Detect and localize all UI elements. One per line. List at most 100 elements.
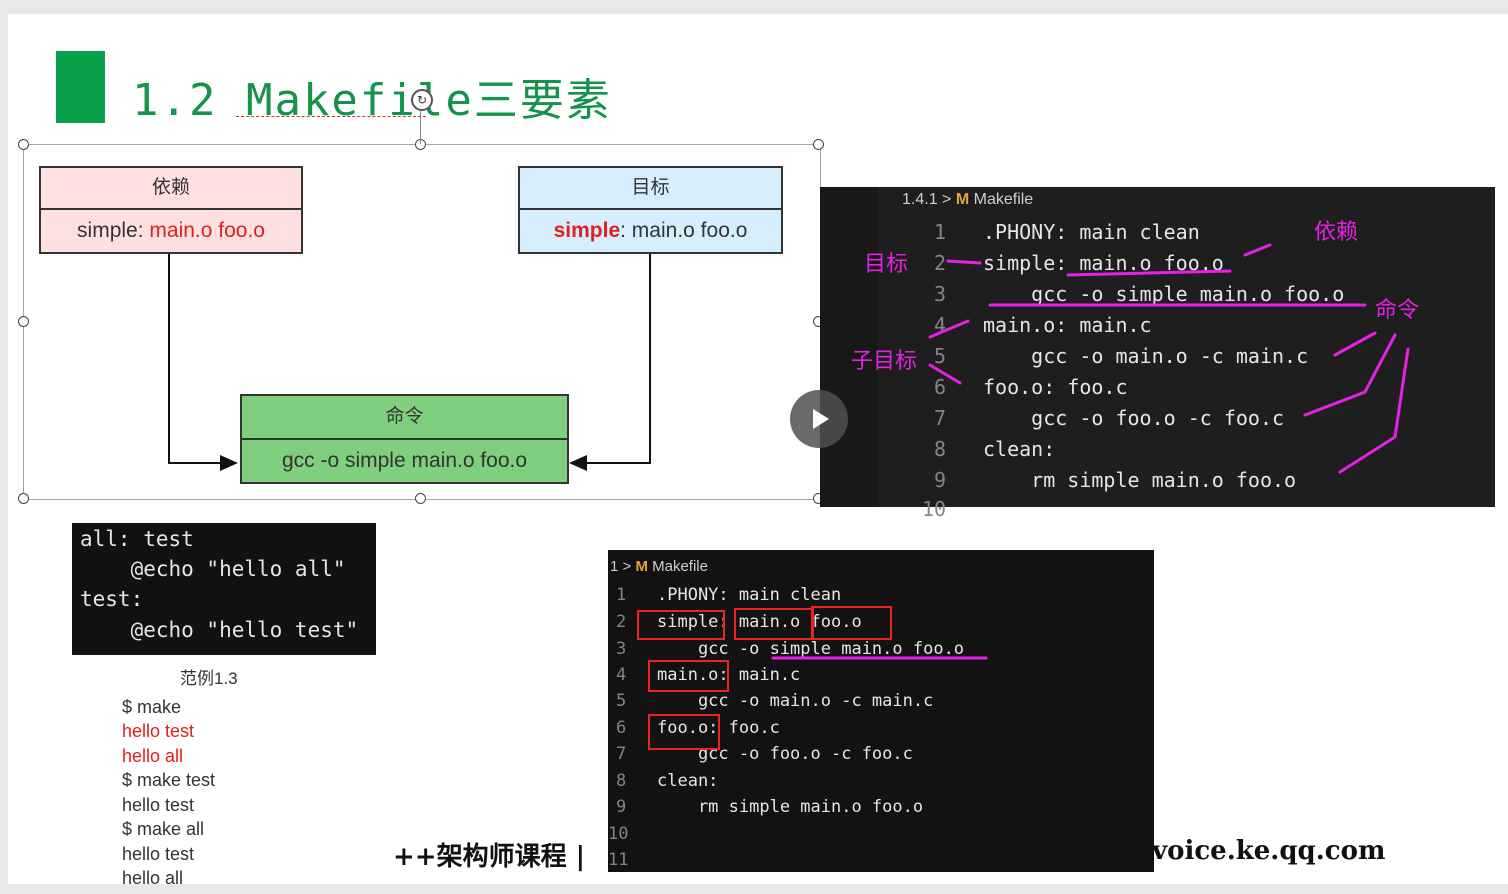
output-line: hello test xyxy=(122,844,195,864)
resize-handle[interactable] xyxy=(415,493,426,504)
line-number: 9 xyxy=(934,468,947,492)
target-name-text: simple xyxy=(553,219,621,242)
target-box-header: 目标 xyxy=(520,168,781,210)
watermark-left: ++架构师课程 | xyxy=(393,842,586,872)
annotation-dependency-label: 依赖 xyxy=(1314,220,1359,245)
editor-gutter xyxy=(820,187,878,507)
code-line[interactable]: .PHONY: main clean xyxy=(983,220,1200,244)
output-line: hello test xyxy=(122,721,195,741)
code-line[interactable]: gcc -o simple main.o foo.o xyxy=(657,639,965,659)
example-code-line: all: test xyxy=(80,527,194,551)
connector-line xyxy=(168,254,170,464)
dependency-box: 依赖 simple: main.o foo.o xyxy=(39,166,303,254)
breadcrumb-file[interactable]: Makefile xyxy=(652,558,708,575)
code-line[interactable]: rm simple main.o foo.o xyxy=(657,797,924,817)
arrow-head-icon xyxy=(220,455,238,471)
code-line[interactable]: gcc -o foo.o -c foo.c xyxy=(983,406,1285,430)
line-number: 11 xyxy=(608,850,629,870)
resize-handle[interactable] xyxy=(18,493,29,504)
code-line[interactable]: foo.o: foo.c xyxy=(983,375,1128,399)
line-number: 8 xyxy=(616,771,627,791)
code-line[interactable]: foo.o: foo.c xyxy=(657,718,780,738)
command-box: 命令 gcc -o simple main.o foo.o xyxy=(240,394,569,484)
code-line[interactable]: clean: xyxy=(983,437,1056,461)
editor-bottom-breadcrumb[interactable]: 1 > M Makefile xyxy=(610,558,708,575)
output-line: hello test xyxy=(122,795,195,815)
annotation-target-label: 目标 xyxy=(864,252,909,277)
connector-line xyxy=(649,254,651,464)
watermark-right: voice.ke.qq.com xyxy=(1152,836,1386,866)
highlight-box xyxy=(648,660,729,692)
output-line: $ make test xyxy=(122,770,216,790)
code-line[interactable]: gcc -o main.o -c main.c xyxy=(983,344,1309,368)
highlight-box xyxy=(734,608,814,640)
highlight-box xyxy=(811,606,892,640)
output-line: $ make all xyxy=(122,819,205,839)
command-box-body: gcc -o simple main.o foo.o xyxy=(281,449,528,472)
editor-bottom[interactable]: 1 > M Makefile 1 .PHONY: main clean 2 si… xyxy=(608,550,1154,872)
command-box-header: 命令 xyxy=(242,396,567,440)
output-line: hello all xyxy=(122,746,184,766)
line-number: 10 xyxy=(608,824,629,844)
example-code-line: @echo "hello test" xyxy=(80,618,359,642)
output-line: $ make xyxy=(122,697,182,717)
editor-top[interactable]: 1.4.1 > M Makefile 1 .PHONY: main clean … xyxy=(820,187,1495,521)
resize-handle[interactable] xyxy=(813,139,824,150)
line-number: 2 xyxy=(616,612,627,632)
code-line[interactable]: gcc -o main.o -c main.c xyxy=(657,691,934,711)
handwriting-annotations xyxy=(928,243,1410,474)
example-code-line: test: xyxy=(80,587,144,611)
line-number: 9 xyxy=(616,797,627,817)
dependency-target-text: simple: xyxy=(77,219,150,242)
title-accent-bar xyxy=(56,51,105,123)
annotation-command-label: 命令 xyxy=(1375,298,1420,323)
rotate-handle-icon[interactable]: ↻ xyxy=(411,89,433,111)
makefile-icon: M xyxy=(635,558,648,575)
chevron-right-icon: > xyxy=(622,558,632,575)
breadcrumb-folder[interactable]: 1 xyxy=(610,558,619,575)
line-number: 7 xyxy=(934,406,947,430)
line-number: 7 xyxy=(616,744,627,764)
dependency-box-header: 依赖 xyxy=(41,168,301,210)
example-caption: 范例1.3 xyxy=(180,669,238,688)
play-icon[interactable] xyxy=(790,390,848,448)
editor-top-breadcrumb[interactable]: 1.4.1 > M Makefile xyxy=(902,191,1033,209)
example-code-block[interactable]: all: test @echo "hello all" test: @echo … xyxy=(72,523,376,655)
arrow-head-icon xyxy=(569,455,587,471)
slide-title[interactable]: 1.2 Makefile三要素 xyxy=(132,75,612,126)
target-rest-text: : main.o foo.o xyxy=(620,219,748,242)
target-box: 目标 simple: main.o foo.o xyxy=(518,166,783,254)
line-number: 3 xyxy=(934,282,947,306)
breadcrumb-file[interactable]: Makefile xyxy=(973,191,1034,208)
dependency-box-body: simple: main.o foo.o xyxy=(41,210,301,252)
code-line[interactable]: main.o: main.c xyxy=(983,313,1152,337)
line-number: 5 xyxy=(616,691,627,711)
line-number: 8 xyxy=(934,437,947,461)
target-box-body: simple: main.o foo.o xyxy=(520,210,781,252)
resize-handle[interactable] xyxy=(18,316,29,327)
breadcrumb-folder[interactable]: 1.4.1 xyxy=(902,191,938,208)
connector-line xyxy=(168,462,224,464)
line-number: 1 xyxy=(616,585,627,605)
resize-handle[interactable] xyxy=(18,139,29,150)
code-line[interactable]: rm simple main.o foo.o xyxy=(983,468,1297,492)
spellcheck-underline xyxy=(236,116,426,117)
line-number: 2 xyxy=(934,251,947,275)
makefile-icon: M xyxy=(955,191,970,208)
rotate-handle-stem xyxy=(420,108,421,144)
code-line[interactable]: clean: xyxy=(657,771,719,791)
output-line: hello all xyxy=(122,868,184,888)
line-number: 6 xyxy=(934,375,947,399)
line-number: 4 xyxy=(616,665,627,685)
code-line[interactable]: main.o: main.c xyxy=(657,665,801,685)
line-number: 3 xyxy=(616,639,627,659)
line-number: 5 xyxy=(934,344,947,368)
code-line[interactable]: gcc -o foo.o -c foo.c xyxy=(657,744,913,764)
line-number: 1 xyxy=(934,220,947,244)
code-line[interactable]: gcc -o simple main.o foo.o xyxy=(983,282,1345,306)
code-line[interactable]: simple: main.o foo.o xyxy=(657,612,862,632)
connector-line xyxy=(586,462,651,464)
highlight-box xyxy=(648,714,720,750)
code-line[interactable]: .PHONY: main clean xyxy=(657,585,842,605)
annotation-subtarget-label: 子目标 xyxy=(851,349,918,374)
